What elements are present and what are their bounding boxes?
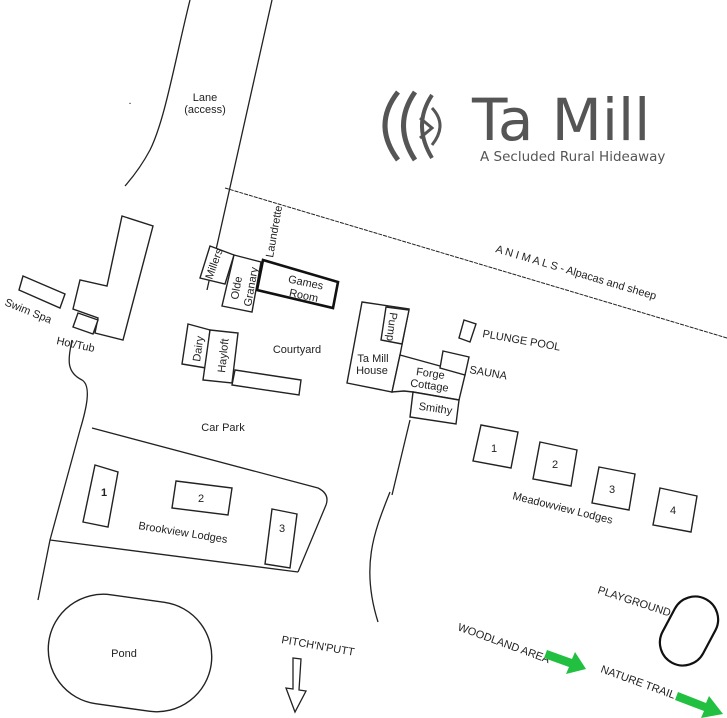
ta-mill-label: Ta Mill bbox=[357, 353, 388, 365]
brookview-lodge-1-number: 1 bbox=[101, 487, 107, 499]
hayloft-label: Hayloft bbox=[216, 338, 232, 373]
brookview-boundary-lower bbox=[49, 539, 299, 573]
building-pump[interactable] bbox=[380, 306, 410, 345]
building-hayloft-annex bbox=[231, 369, 302, 396]
brookview-lodge-1[interactable] bbox=[82, 464, 119, 528]
smithy-label: Smithy bbox=[418, 401, 453, 418]
arrow-down-icon bbox=[285, 657, 308, 714]
nature-trail-label: NATURE TRAIL bbox=[599, 664, 677, 702]
plunge-pool-label: PLUNGE POOL bbox=[481, 328, 561, 354]
pond[interactable] bbox=[41, 587, 219, 718]
brookview-label: Brookview Lodges bbox=[138, 520, 229, 546]
meadowview-lodge-2[interactable] bbox=[532, 441, 578, 487]
car-park-label: Car Park bbox=[201, 422, 245, 434]
brook-path bbox=[37, 339, 88, 601]
brookview-lodge-2[interactable] bbox=[171, 480, 233, 516]
footpath-upper bbox=[391, 419, 411, 496]
meadowview-lodge-4-number: 4 bbox=[670, 505, 676, 517]
meadowview-lodges: 1 2 3 4 Meadowview Lodges bbox=[472, 424, 698, 533]
building-games-room[interactable] bbox=[255, 258, 340, 310]
hot-tub-label: Hot/Tub bbox=[55, 335, 95, 355]
building-smithy[interactable] bbox=[409, 391, 460, 425]
brookview-lodge-2-number: 2 bbox=[198, 493, 204, 505]
arrow-right-icon-nature-trail bbox=[675, 692, 723, 718]
lane-edge-left bbox=[124, 0, 191, 187]
meadowview-lodge-1[interactable] bbox=[472, 424, 519, 469]
hot-tub[interactable] bbox=[72, 312, 99, 335]
pump-label: Pump bbox=[384, 312, 399, 342]
brookview-boundary-upper bbox=[91, 427, 328, 573]
footpath-lower bbox=[369, 491, 391, 623]
meadowview-lodge-1-number: 1 bbox=[491, 443, 497, 455]
arrow-right-icon-woodland bbox=[544, 650, 586, 674]
lane-note: (access) bbox=[184, 104, 226, 116]
logo: Ta Mill A Secluded Rural Hideaway bbox=[382, 86, 665, 165]
pitch-n-putt-label: PITCH'N'PUTT bbox=[280, 634, 355, 659]
swim-spa[interactable] bbox=[18, 275, 66, 309]
building-millers[interactable] bbox=[199, 245, 235, 285]
plunge-pool[interactable] bbox=[458, 319, 477, 343]
brookview-lodge-3[interactable] bbox=[264, 508, 298, 569]
dairy-label: Dairy bbox=[191, 335, 207, 363]
brookview-lodge-3-number: 3 bbox=[279, 523, 285, 535]
mill-wheel-icon bbox=[382, 90, 442, 162]
playground-label: PLAYGROUND bbox=[596, 584, 672, 619]
meadowview-lodge-3-number: 3 bbox=[609, 484, 615, 496]
logo-tagline: A Secluded Rural Hideaway bbox=[480, 149, 665, 165]
sauna-label: SAUNA bbox=[468, 364, 508, 383]
forge-label: Forge bbox=[415, 366, 445, 382]
courtyard-label: Courtyard bbox=[273, 344, 321, 356]
animals-label: A N I M A L S - Alpacas and sheep bbox=[494, 243, 658, 302]
woodland-label: WOODLAND AREA bbox=[456, 622, 552, 667]
house-label: House bbox=[356, 365, 388, 377]
playground[interactable] bbox=[652, 588, 726, 673]
meadowview-lodge-2-number: 2 bbox=[552, 459, 558, 471]
building-olde-granary[interactable] bbox=[221, 254, 262, 313]
lane-edge-right bbox=[206, 0, 273, 291]
cottage-label: Cottage bbox=[410, 377, 450, 394]
animals-boundary-line bbox=[224, 187, 727, 339]
room-label: Room bbox=[288, 287, 319, 305]
building-l-shaped bbox=[72, 215, 154, 341]
building-sauna[interactable] bbox=[439, 350, 470, 376]
brookview-lodges: 1 2 3 Brookview Lodges bbox=[82, 464, 298, 569]
lane-label: Lane bbox=[193, 92, 217, 104]
olde-label: Olde bbox=[229, 276, 245, 301]
laundrette-label: Laundrette bbox=[264, 205, 285, 259]
meadowview-lodge-4[interactable] bbox=[652, 487, 698, 533]
lane-mark: . bbox=[128, 95, 131, 107]
pond-label: Pond bbox=[111, 648, 137, 660]
meadowview-lodge-3[interactable] bbox=[591, 466, 636, 511]
logo-title: Ta Mill bbox=[471, 86, 650, 154]
